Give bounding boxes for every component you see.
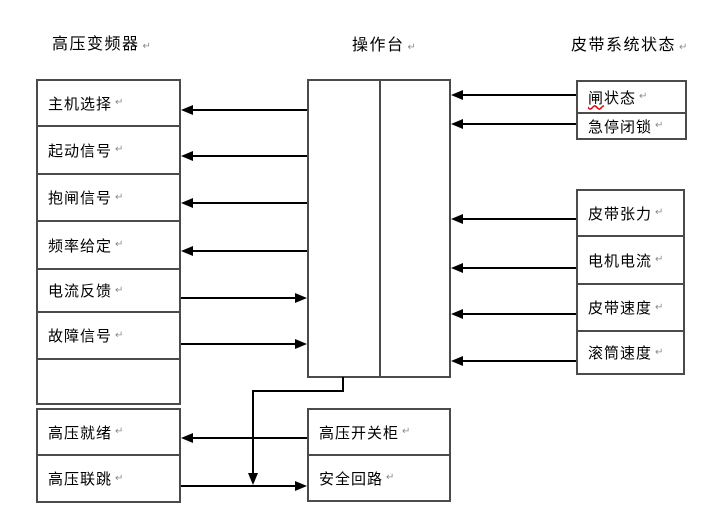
title-hv-inverter-text: 高压变频器 (52, 36, 140, 53)
title-console-text: 操作台 (352, 37, 405, 54)
return-mark: ↵ (407, 42, 418, 53)
row-estop-lockout: 急停闭锁↵ (578, 114, 685, 138)
gate-status-stack: 闸状态↵ 急停闭锁↵ (576, 80, 687, 140)
arrowhead-left-icon (181, 105, 193, 115)
arrow-line (342, 377, 344, 392)
row-belt-tension-label: 皮带张力 (588, 205, 653, 223)
row-fault-signal: 故障信号↵ (38, 313, 179, 360)
row-gate-status: 闸状态↵ (578, 82, 685, 114)
row-frequency-setpoint-label: 频率给定 (48, 237, 113, 255)
return-mark: ↵ (639, 91, 649, 102)
arrowhead-left-icon (451, 90, 463, 100)
switchgear-stack: 高压开关柜↵ 安全回路↵ (307, 408, 451, 502)
row-belt-tension: 皮带张力↵ (578, 191, 683, 237)
title-belt-system-status-text: 皮带系统状态 (571, 37, 677, 54)
arrow-line (462, 360, 576, 362)
row-brake-signal-label: 抱闸信号 (48, 190, 113, 207)
row-safety-circuit: 安全回路↵ (309, 456, 449, 500)
belt-metrics-stack: 皮带张力↵ 电机电流↵ 皮带速度↵ 滚筒速度↵ (576, 189, 685, 375)
return-mark: ↵ (655, 254, 665, 265)
row-hv-ready: 高压就绪↵ (38, 410, 179, 456)
arrow-line (181, 343, 296, 345)
arrow-line (462, 94, 576, 96)
return-mark: ↵ (142, 41, 153, 52)
arrowhead-left-icon (181, 151, 193, 161)
row-estop-lockout-label: 急停闭锁 (588, 118, 653, 136)
arrow-line (252, 390, 344, 392)
return-mark: ↵ (115, 329, 125, 341)
row-empty (38, 360, 179, 403)
row-frequency-setpoint: 频率给定↵ (38, 222, 179, 270)
arrow-line (192, 155, 307, 157)
row-start-signal-label: 起动信号 (48, 142, 113, 160)
arrowhead-left-icon (451, 309, 463, 319)
row-host-select-label: 主机选择 (48, 95, 113, 113)
return-mark: ↵ (115, 144, 125, 155)
row-start-signal: 起动信号↵ (38, 127, 179, 175)
console-divider (379, 81, 381, 376)
arrowhead-left-icon (181, 433, 193, 443)
hv-ready-stack: 高压就绪↵ 高压联跳↵ (36, 408, 181, 503)
return-mark: ↵ (386, 472, 396, 483)
row-motor-current: 电机电流↵ (578, 237, 683, 285)
arrow-line (462, 123, 576, 125)
return-mark: ↵ (679, 42, 689, 53)
row-host-select: 主机选择↵ (38, 81, 179, 127)
arrow-line (192, 202, 307, 204)
arrow-line (252, 390, 254, 474)
arrowhead-left-icon (451, 214, 463, 224)
row-drum-speed: 滚筒速度↵ (578, 332, 683, 373)
arrow-line (181, 297, 296, 299)
arrowhead-left-icon (451, 356, 463, 366)
arrowhead-right-icon (295, 339, 307, 349)
row-gate-status-label: 闸状态 (588, 89, 637, 107)
title-console: 操作台↵ (352, 31, 417, 55)
row-safety-circuit-label: 安全回路 (319, 470, 384, 488)
arrowhead-left-icon (451, 119, 463, 129)
row-hv-interlock-trip: 高压联跳↵ (38, 456, 179, 501)
return-mark: ↵ (115, 426, 125, 437)
row-hv-ready-label: 高压就绪 (48, 424, 113, 442)
hv-inverter-signal-stack: 主机选择↵ 起动信号↵ 抱闸信号↵ 频率给定↵ 电流反馈↵ 故障信号↵ (36, 79, 181, 405)
arrowhead-left-icon (451, 263, 463, 273)
row-motor-current-label: 电机电流 (588, 252, 653, 270)
return-mark: ↵ (115, 97, 125, 108)
arrow-line (462, 267, 576, 269)
return-mark: ↵ (655, 120, 665, 131)
row-current-feedback: 电流反馈↵ (38, 270, 179, 313)
row-brake-signal: 抱闸信号↵ (38, 175, 179, 222)
arrow-line (462, 313, 576, 315)
return-mark: ↵ (115, 472, 125, 484)
return-mark: ↵ (115, 284, 125, 296)
arrowhead-left-icon (181, 198, 193, 208)
row-current-feedback-label: 电流反馈 (48, 283, 113, 300)
row-drum-speed-label: 滚筒速度 (588, 345, 653, 362)
title-belt-system-status: 皮带系统状态↵ (571, 31, 689, 55)
arrow-line (192, 437, 307, 439)
arrow-line (462, 218, 576, 220)
return-mark: ↵ (115, 239, 125, 250)
return-mark: ↵ (402, 426, 412, 437)
arrow-line (192, 250, 307, 252)
row-belt-speed: 皮带速度↵ (578, 285, 683, 332)
arrowhead-right-icon (295, 293, 307, 303)
row-hv-switchgear: 高压开关柜↵ (309, 410, 449, 456)
return-mark: ↵ (655, 207, 665, 218)
console-box (307, 79, 451, 378)
title-hv-inverter: 高压变频器↵ (52, 30, 152, 54)
row-hv-switchgear-label: 高压开关柜 (319, 424, 400, 442)
return-mark: ↵ (655, 346, 665, 358)
row-fault-signal-label: 故障信号 (48, 328, 113, 345)
arrowhead-right-icon (295, 481, 307, 491)
row-hv-interlock-trip-label: 高压联跳 (48, 471, 113, 488)
arrow-line (181, 485, 296, 487)
return-mark: ↵ (655, 301, 665, 313)
arrow-line (192, 109, 307, 111)
arrowhead-left-icon (181, 246, 193, 256)
return-mark: ↵ (115, 191, 125, 203)
row-belt-speed-label: 皮带速度 (588, 300, 653, 317)
arrowhead-down-icon (248, 473, 258, 485)
